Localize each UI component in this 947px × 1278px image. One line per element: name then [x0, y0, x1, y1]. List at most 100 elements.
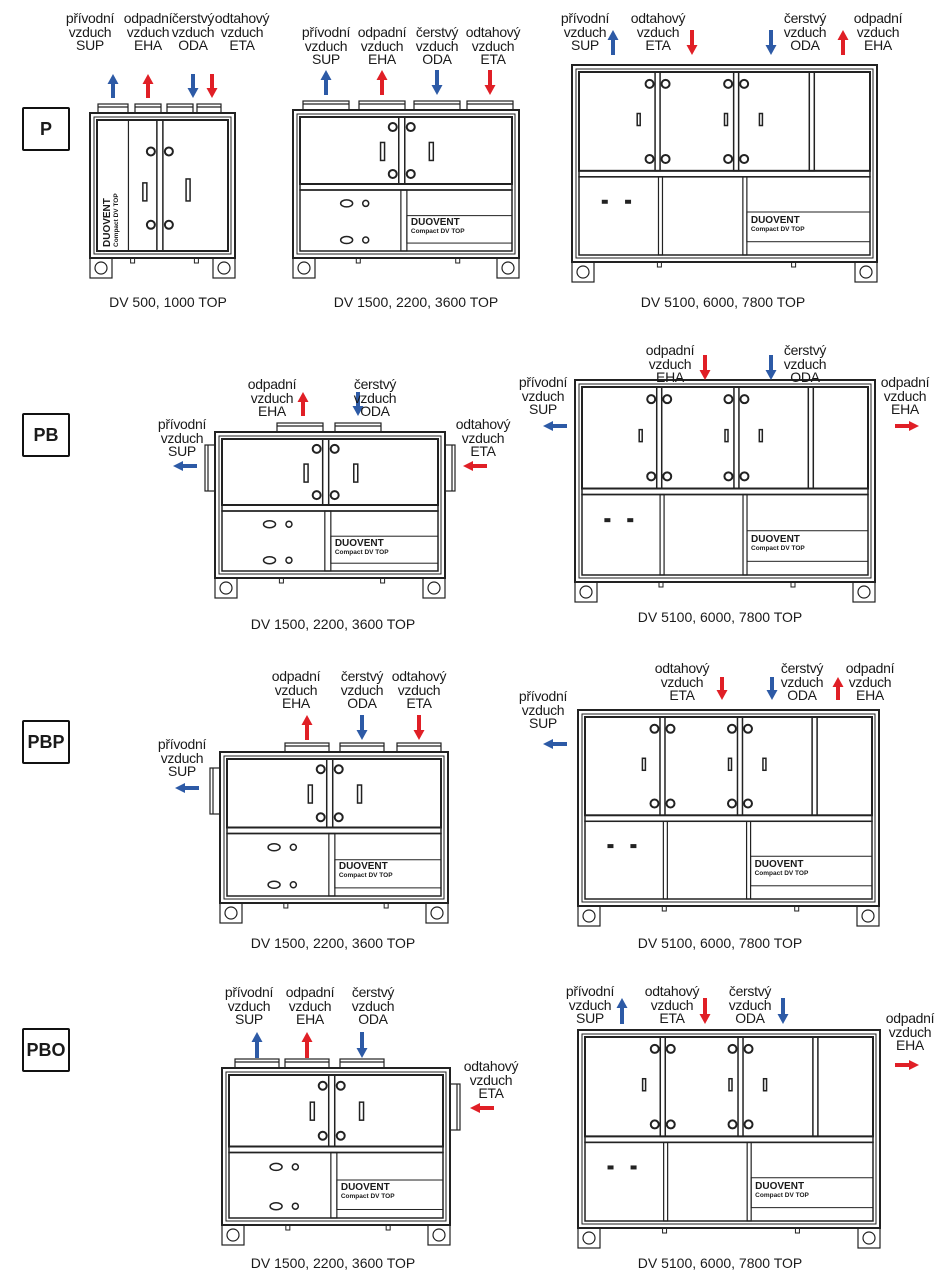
arrow-head	[356, 730, 368, 740]
arrow-head	[376, 70, 388, 80]
arrow-shaft	[380, 79, 384, 95]
door-grip	[758, 112, 764, 127]
airflow-word: vzduch	[471, 37, 515, 54]
airflow-name: odtahový	[654, 660, 710, 676]
door-handle-icon	[665, 1043, 676, 1054]
model-caption: DV 1500, 2200, 3600 TOP	[250, 935, 416, 951]
airflow-code: ODA	[790, 369, 820, 385]
arrow-head	[206, 88, 218, 98]
door-handle-icon	[335, 1130, 346, 1141]
brand-plate	[334, 859, 442, 889]
air-handling-unit	[571, 64, 878, 283]
unit-inner-frame	[93, 116, 232, 255]
airflow-name: čerstvý	[353, 376, 397, 392]
arrow-shaft	[182, 464, 197, 468]
door-post	[732, 71, 740, 172]
arrow-shaft	[895, 424, 910, 428]
airflow-arrow-left-icon	[173, 461, 197, 471]
airflow-arrow-up-icon	[607, 30, 619, 55]
airflow-arrow-up-icon	[320, 70, 332, 95]
airflow-name: odpadní	[285, 984, 335, 1000]
arrow-head	[543, 739, 553, 749]
screw-icon	[361, 236, 370, 244]
brand-model: Compact DV TOP	[338, 872, 393, 880]
airflow-code: EHA	[368, 51, 396, 67]
brand-model: Compact DV TOP	[750, 225, 805, 233]
airflow-name: čerstvý	[783, 342, 827, 358]
arrow-head	[909, 421, 919, 431]
service-slot	[607, 844, 614, 849]
arrow-shaft	[769, 30, 773, 46]
top-duct-connection	[276, 422, 324, 433]
airflow-word: vzduch	[728, 996, 772, 1013]
screw-icon	[291, 1163, 300, 1171]
airflow-word: vzduch	[274, 681, 318, 698]
airflow-word: vzduch	[521, 387, 565, 404]
arrow-head	[832, 677, 844, 687]
door-grip	[758, 428, 764, 443]
foot-hole-icon	[862, 1231, 876, 1245]
airflow-word: vzduch	[636, 23, 680, 40]
airflow-code: ETA	[229, 37, 255, 53]
airflow-name: odpadní	[247, 376, 297, 392]
airflow-code: SUP	[529, 715, 557, 731]
door-handle-icon	[739, 78, 750, 89]
configuration-code-label: P	[22, 107, 70, 151]
airflow-code: EHA	[896, 1037, 924, 1053]
airflow-word: vzduch	[304, 37, 348, 54]
door-handle-icon	[644, 78, 655, 89]
door-grip	[303, 463, 309, 483]
airflow-code: ODA	[358, 1011, 388, 1027]
service-slot	[601, 199, 608, 204]
door-handle-icon	[317, 1130, 328, 1141]
door-handle-icon	[727, 1043, 738, 1054]
arrow-head	[301, 1032, 313, 1042]
model-caption: DV 5100, 6000, 7800 TOP	[637, 935, 803, 951]
arrow-head	[107, 74, 119, 84]
door-grip	[641, 757, 647, 772]
airflow-code: ODA	[422, 51, 452, 67]
air-handling-unit	[204, 422, 456, 599]
service-port-icon	[339, 199, 354, 208]
door-handle-icon	[163, 219, 174, 230]
airflow-code: ODA	[787, 687, 817, 703]
door-handle-icon	[311, 490, 322, 501]
airflow-code: SUP	[235, 1011, 263, 1027]
support-foot	[212, 257, 236, 279]
arrow-shaft	[360, 715, 364, 731]
service-port-icon	[267, 843, 281, 852]
brand-model: Compact DV TOP	[754, 870, 809, 878]
arrow-head	[766, 690, 778, 700]
top-duct-connection	[284, 1058, 330, 1069]
airflow-arrow-down-icon	[431, 70, 443, 95]
door-handle-icon	[315, 812, 326, 823]
airflow-name: přívodní	[157, 736, 207, 752]
airflow-arrow-down-icon	[777, 998, 789, 1024]
airflow-word: vzduch	[848, 673, 892, 690]
airflow-name: přívodní	[157, 416, 207, 432]
airflow-code: EHA	[258, 403, 286, 419]
airflow-name: odtahový	[463, 1058, 519, 1074]
airflow-word: vzduch	[780, 673, 824, 690]
door-handle-icon	[726, 723, 737, 734]
arrow-shaft	[111, 83, 115, 98]
door-handle-icon	[742, 798, 753, 809]
airflow-name: čerstvý	[351, 984, 395, 1000]
brand-plate	[336, 1179, 444, 1210]
door-handle-icon	[739, 153, 750, 164]
airflow-arrow-down-icon	[352, 392, 364, 416]
door-handle-icon	[646, 394, 657, 405]
airflow-arrow-down-icon	[413, 715, 425, 740]
door-handle-icon	[646, 471, 657, 482]
screw-icon	[285, 556, 293, 564]
